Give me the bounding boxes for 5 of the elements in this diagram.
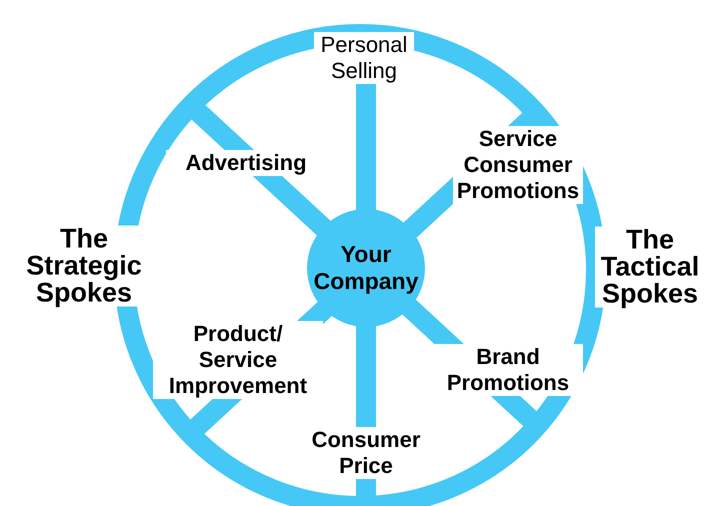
spoke-label: Service Consumer Promotions (453, 126, 583, 204)
spoke-label: Product/ Service Improvement (153, 321, 323, 399)
spoke-label: Brand Promotions (433, 344, 583, 396)
spoke-label: Personal Selling (314, 32, 414, 84)
hub-circle: Your Company (306, 208, 426, 328)
